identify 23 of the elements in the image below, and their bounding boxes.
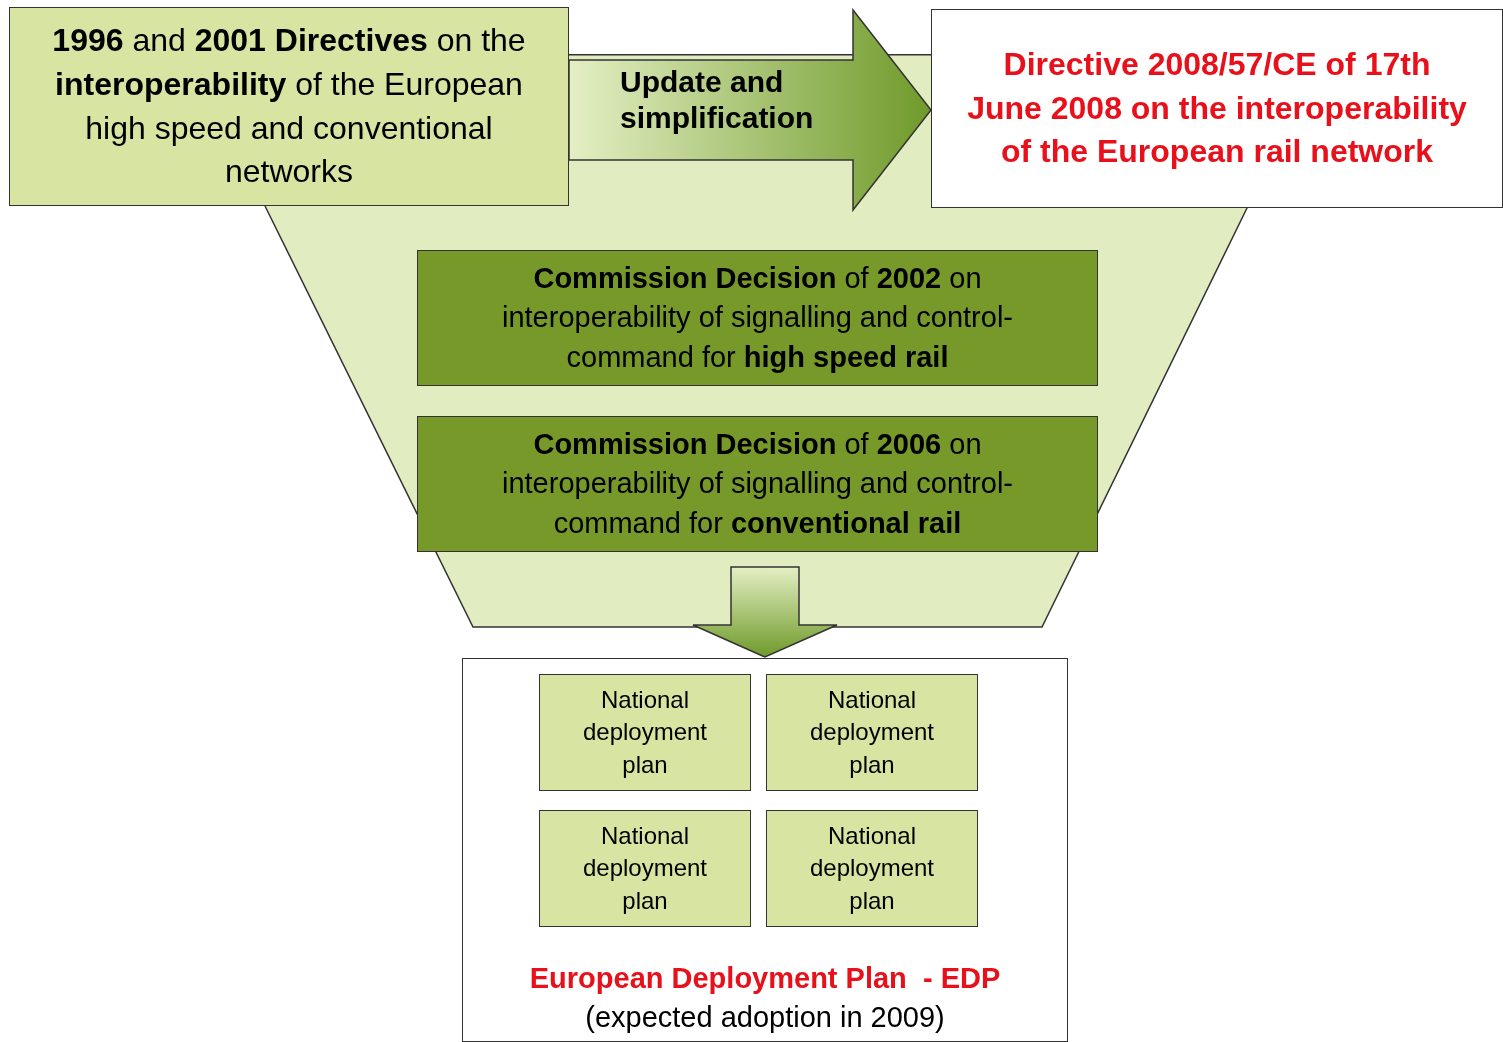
- national-plan-box: [766, 810, 978, 927]
- plan-text: National deployment plan: [808, 684, 936, 780]
- plan-title: European Deployment Plan - EDP: [529, 961, 1001, 996]
- deployment-plan-panel: [462, 658, 1068, 1042]
- national-plan-box: [766, 674, 978, 791]
- directive-box: [931, 9, 1503, 208]
- national-plan-box: [539, 674, 751, 791]
- plan-text: National deployment plan: [581, 684, 709, 780]
- directive-box: [9, 7, 569, 206]
- decision-text: Commission Decision of 2006 on interoperability of signalling and control-command for conventional rail: [501, 426, 1014, 541]
- edge-label: Update and simplification: [619, 64, 815, 136]
- directive-text: Directive 2008/57/CE of 17th June 2008 on the interoperability of the European rail network: [966, 45, 1468, 172]
- plan-text: National deployment plan: [581, 820, 709, 916]
- decision-box: [417, 416, 1098, 552]
- decision-text: Commission Decision of 2002 on interoperability of signalling and control-command for high speed rail: [501, 260, 1014, 375]
- directive-text: 1996 and 2001 Directives on the interoperability of the European high speed and conventional networks: [51, 21, 527, 191]
- funnel-shape: [265, 208, 1248, 627]
- plan-text: National deployment plan: [808, 820, 936, 916]
- decision-box: [417, 250, 1098, 386]
- national-plan-box: [539, 810, 751, 927]
- block-arrow: [692, 566, 838, 658]
- block-arrow: [568, 7, 932, 213]
- plan-note: (expected adoption in 2009): [585, 1000, 945, 1035]
